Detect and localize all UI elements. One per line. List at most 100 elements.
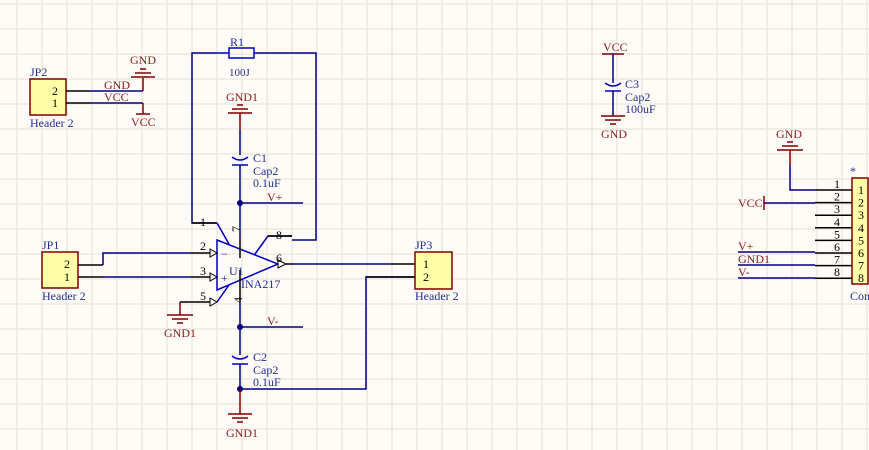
jp1-designator: JP1: [42, 238, 59, 252]
u1-pin-8: 8: [276, 228, 282, 242]
jp2-body[interactable]: [29, 78, 67, 116]
vcc-port-label-con: VCC: [738, 196, 763, 210]
jp2-designator: JP2: [30, 65, 47, 79]
gnd1-top-label: GND1: [226, 90, 258, 104]
gnd1-power-port-pin5[interactable]: GND1: [164, 302, 196, 340]
c1-value: 0.1uF: [253, 176, 281, 190]
component-jp1[interactable]: JP1 2 1 Header 2: [41, 238, 86, 303]
jp3-designator: JP3: [415, 238, 432, 252]
con-pin-name: 6: [858, 246, 864, 260]
component-r1[interactable]: R1 100J: [216, 35, 256, 79]
con-net-label-vminus: V-: [738, 265, 750, 279]
net-label-vcc-jp2: VCC: [104, 90, 129, 104]
vplus-net-label: V+: [267, 190, 283, 204]
u1-minus-sign: −: [221, 247, 228, 261]
jp1-pin-2-label: 2: [64, 257, 70, 271]
c3-value: 100uF: [625, 102, 656, 116]
jp3-pin-2-label: 2: [423, 270, 429, 284]
con-pin-number: 8: [834, 265, 840, 279]
u1-pin-1: 1: [200, 215, 206, 229]
component-u1[interactable]: − + U1 INA217 1 2 3 4 5 6 7 8: [180, 215, 292, 307]
con-pin-number: 7: [834, 253, 840, 267]
gnd1-pin5-label: GND1: [164, 326, 196, 340]
con-pin-name: 3: [858, 208, 864, 222]
junction-vminus: [237, 324, 243, 330]
component-jp3[interactable]: JP3 1 2 Header 2: [414, 238, 459, 303]
ground-icon: [228, 104, 252, 114]
capacitor-icon: [231, 355, 249, 365]
u1-pin-2: 2: [200, 239, 206, 253]
vcc-port-label-c3: VCC: [603, 40, 628, 54]
u1-pin-3: 3: [200, 264, 206, 278]
u1-pin-4: 4: [231, 297, 245, 303]
con-net-label-vplus: V+: [738, 239, 754, 253]
con-net-label-gnd1: GND1: [738, 252, 770, 266]
jp2-wires: [66, 78, 150, 115]
gnd-port-label: GND: [130, 53, 156, 67]
vcc-port-label-jp2: VCC: [131, 115, 156, 129]
con-pin-number: 1: [834, 177, 840, 191]
u1-comment: INA217: [241, 277, 280, 291]
gnd1-power-port-bottom[interactable]: GND1: [226, 389, 258, 440]
u1-pin-7: 7: [229, 226, 243, 232]
con-pin-name: 1: [858, 183, 864, 197]
con-pin-name: 7: [858, 259, 864, 273]
jp3-body[interactable]: [414, 251, 453, 290]
jp2-pin-2-label: 2: [52, 84, 58, 98]
gnd-port-label-c3: GND: [601, 127, 627, 141]
c3-designator: C3: [625, 77, 639, 91]
con-pin-number: 6: [834, 240, 840, 254]
gnd-power-port-c3[interactable]: GND: [601, 115, 627, 141]
c3-comment: Cap2: [625, 90, 650, 104]
con-pin-name: 4: [858, 221, 864, 235]
c2-value: 0.1uF: [253, 375, 281, 389]
capacitor-icon: [231, 156, 249, 166]
con-comment: Con: [850, 289, 869, 303]
con-pin-number: 5: [834, 227, 840, 241]
gnd1-bottom-label: GND1: [226, 426, 258, 440]
gnd-power-port-jp2[interactable]: GND: [130, 53, 156, 78]
u1-pin-5: 5: [200, 289, 206, 303]
jp1-wires: [78, 252, 190, 278]
component-c1[interactable]: C1 Cap2 0.1uF: [231, 151, 281, 190]
ground-icon: [777, 141, 803, 151]
con-pin-number: 4: [834, 215, 840, 229]
c2-designator: C2: [253, 350, 267, 364]
jp2-pin-1-label: 1: [52, 96, 58, 110]
jp3-comment: Header 2: [415, 289, 459, 303]
jp3-pin-1-label: 1: [423, 257, 429, 271]
ground-icon: [131, 68, 155, 78]
gnd-power-port-con[interactable]: GND: [776, 127, 803, 165]
vcc-power-port-c3[interactable]: VCC: [602, 40, 628, 55]
r1-wires: [191, 52, 317, 241]
vcc-power-port-con[interactable]: VCC: [738, 196, 765, 210]
gnd-port-label-con: GND: [776, 127, 802, 141]
jp1-pin-1-label: 1: [64, 270, 70, 284]
con-body[interactable]: [851, 177, 869, 285]
con-marker: *: [850, 164, 856, 178]
con-pin1-wire: [789, 165, 815, 191]
component-c3[interactable]: C3 Cap2 100uF: [604, 77, 656, 116]
r1-value: 100J: [229, 67, 251, 79]
capacitor-icon: [604, 82, 622, 92]
ground-icon: [601, 115, 625, 125]
con-pin-name: 8: [858, 271, 864, 285]
vminus-net-label: V-: [267, 314, 279, 328]
c2-comment: Cap2: [253, 363, 278, 377]
con-pin-name: 2: [858, 196, 864, 210]
ground-icon: [167, 314, 193, 324]
gnd1-power-port-top[interactable]: GND1: [226, 90, 258, 130]
r1-designator: R1: [230, 35, 244, 49]
c1-designator: C1: [253, 151, 267, 165]
opamp-triangle-icon: [216, 238, 280, 292]
component-jp2[interactable]: JP2 2 1 Header 2: [29, 65, 74, 130]
jp1-comment: Header 2: [42, 289, 86, 303]
u1-pin-6: 6: [276, 251, 282, 265]
junction-vplus: [237, 200, 243, 206]
u1-plus-sign: +: [221, 271, 228, 285]
jp1-body[interactable]: [41, 251, 79, 289]
